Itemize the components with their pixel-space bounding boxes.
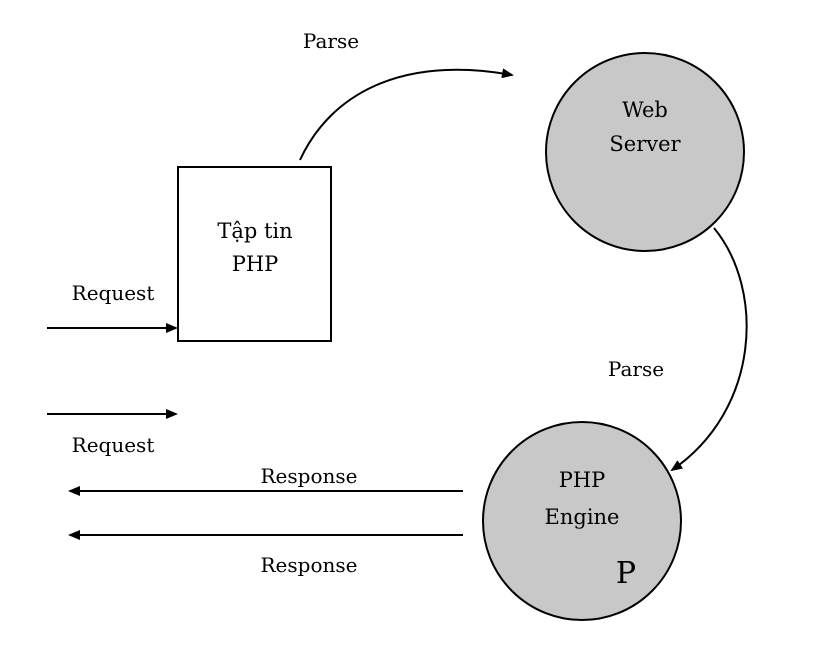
web-server-label-line1: Web bbox=[622, 98, 668, 122]
php-file-box bbox=[177, 166, 332, 342]
php-engine-circle bbox=[482, 421, 682, 621]
parse-arrow-to-engine bbox=[670, 227, 748, 472]
parse-label-right: Parse bbox=[608, 357, 664, 381]
request-label-out: Request bbox=[72, 433, 155, 457]
parse-label-top: Parse bbox=[303, 29, 359, 53]
response-label-top: Response bbox=[261, 464, 358, 488]
php-engine-mark: P bbox=[616, 556, 636, 591]
parse-arrow-to-server bbox=[299, 68, 514, 161]
web-server-label-line2: Server bbox=[609, 132, 681, 156]
web-server-node: Web Server bbox=[545, 52, 745, 252]
response-label-bottom: Response bbox=[261, 553, 358, 577]
web-server-circle bbox=[545, 52, 745, 252]
php-engine-label-line1: PHP bbox=[559, 468, 606, 492]
php-file-label-line2: PHP bbox=[232, 252, 279, 276]
request-label-in: Request bbox=[72, 281, 155, 305]
php-engine-node: PHP Engine P bbox=[482, 421, 682, 621]
php-engine-label-line2: Engine bbox=[545, 505, 620, 529]
php-file-label-line1: Tập tin bbox=[217, 219, 292, 243]
php-file-node: Tập tin PHP bbox=[177, 166, 332, 342]
